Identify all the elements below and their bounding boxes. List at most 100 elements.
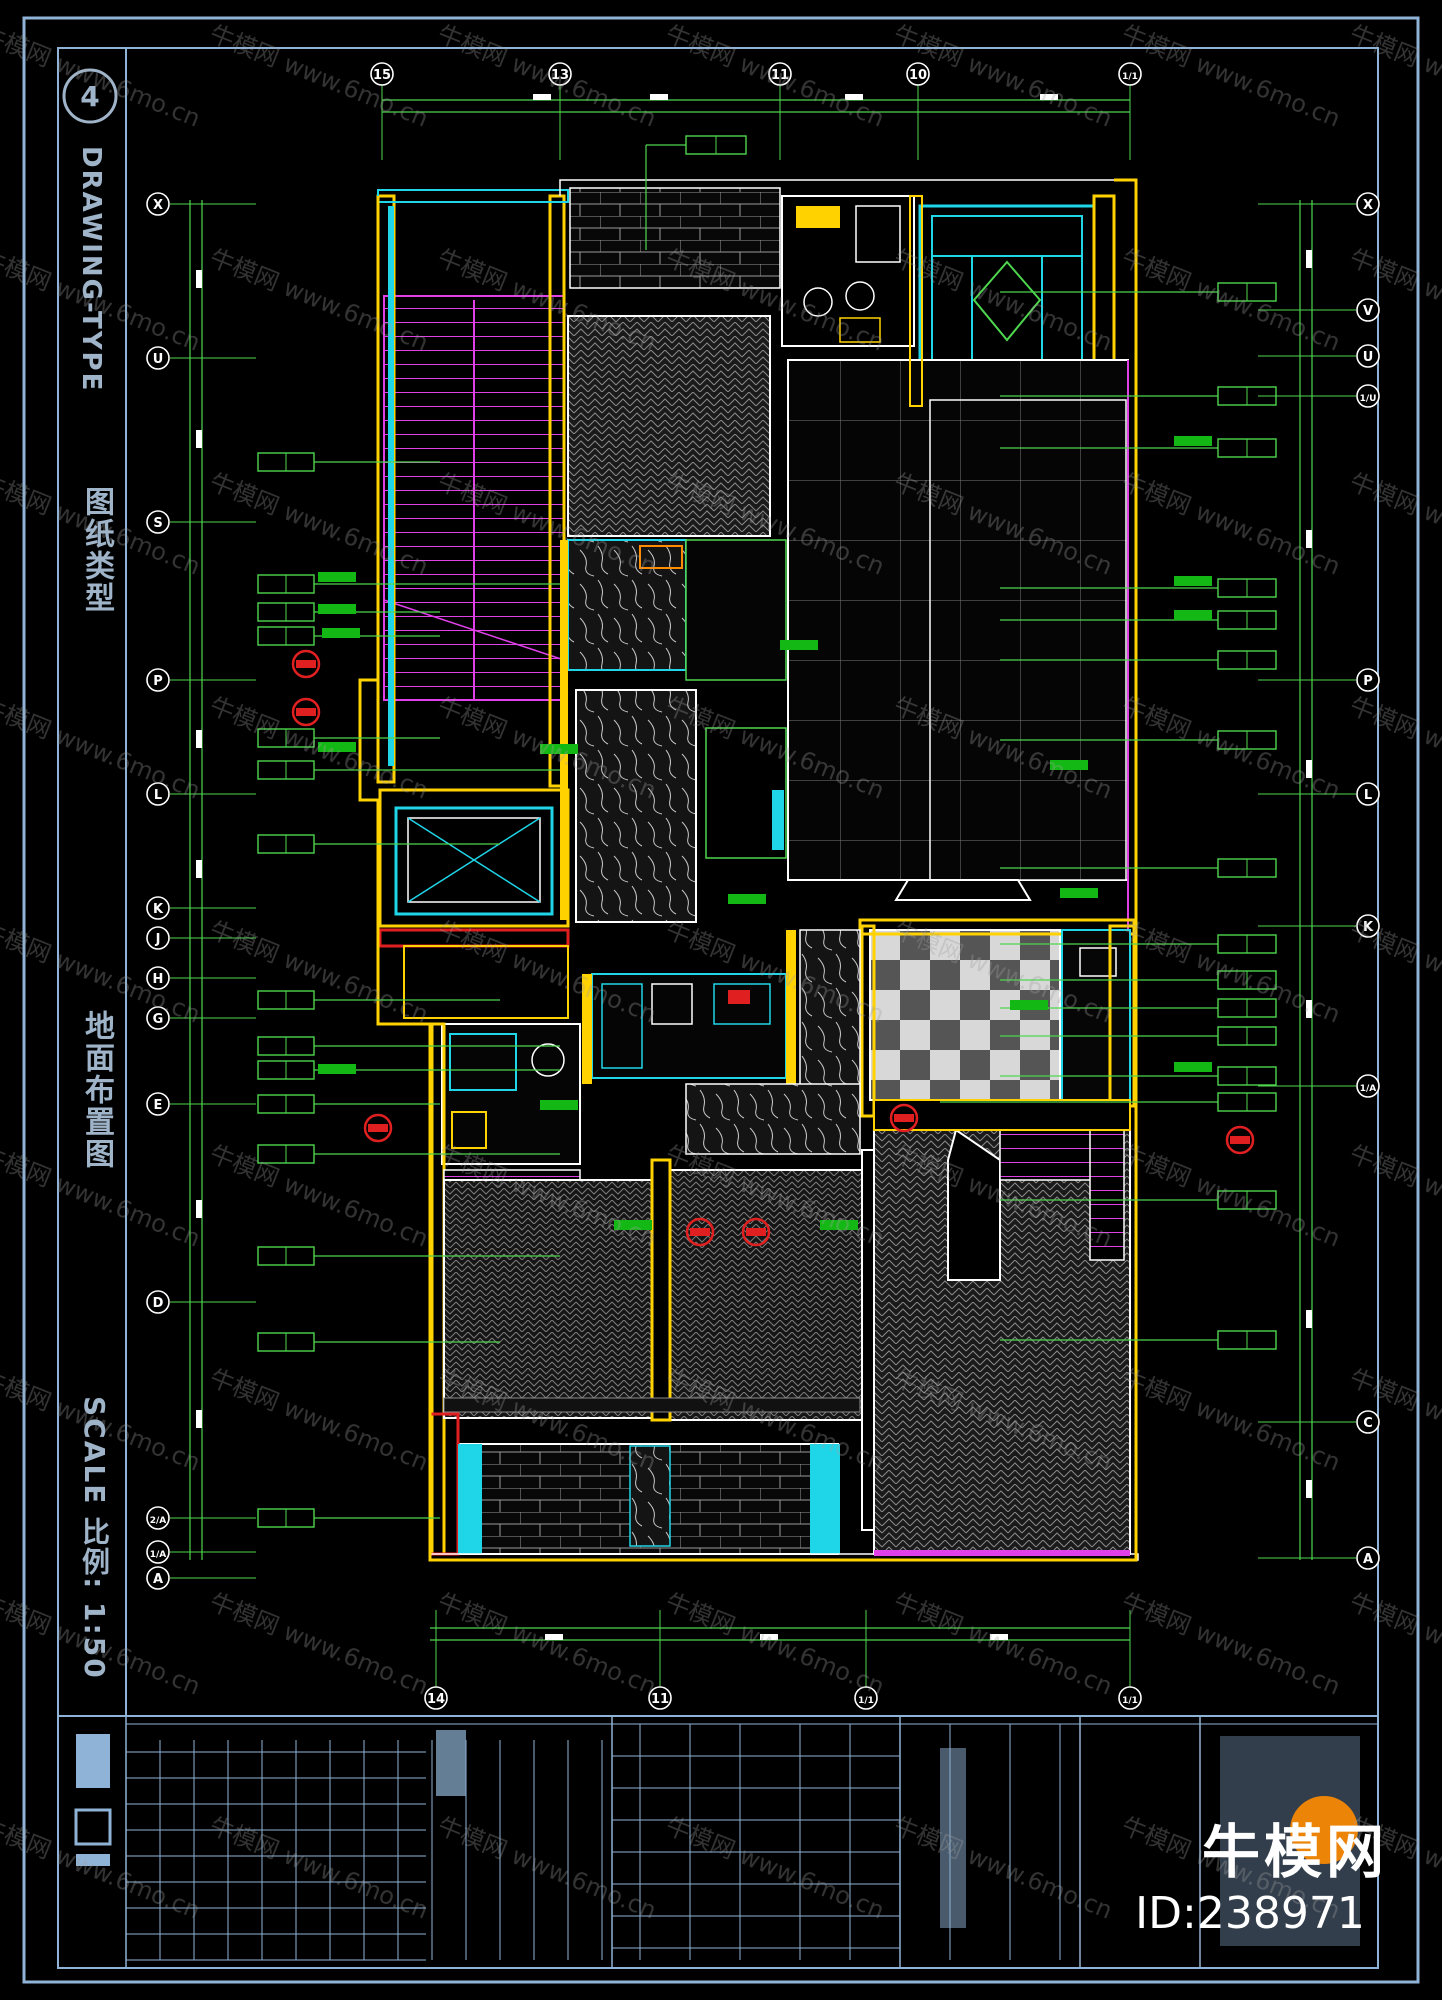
grid-bubble-left: U: [146, 346, 170, 370]
grid-bubble-bottom: 11: [648, 1686, 672, 1710]
svg-text:牛模网 www.6mo.cn: 牛模网 www.6mo.cn: [434, 20, 660, 133]
grid-bubble-left: D: [146, 1290, 170, 1314]
svg-text:牛模网 www.6mo.cn: 牛模网 www.6mo.cn: [1346, 20, 1442, 133]
svg-text:牛模网 www.6mo.cn: 牛模网 www.6mo.cn: [0, 692, 204, 805]
grid-bubble-right: L: [1356, 782, 1380, 806]
svg-text:L: L: [154, 788, 162, 803]
svg-text:10: 10: [909, 68, 927, 83]
svg-text:牛模网 www.6mo.cn: 牛模网 www.6mo.cn: [0, 1812, 204, 1925]
grid-bubble-right: 1/A: [1356, 1074, 1380, 1098]
svg-text:牛模网 www.6mo.cn: 牛模网 www.6mo.cn: [434, 916, 660, 1029]
grid-bubble-top: 11: [768, 62, 792, 86]
svg-text:U: U: [1363, 350, 1374, 365]
grid-bubble-left: J: [146, 926, 170, 950]
living-room: [873, 1129, 1131, 1555]
grid-bubble-top: 13: [548, 62, 572, 86]
svg-text:G: G: [153, 1012, 164, 1027]
svg-text:牛模网 www.6mo.cn: 牛模网 www.6mo.cn: [1346, 916, 1442, 1029]
svg-text:P: P: [153, 674, 163, 689]
svg-text:牛模网 www.6mo.cn: 牛模网 www.6mo.cn: [1118, 692, 1344, 805]
grid-bubble-right: P: [1356, 668, 1380, 692]
grid-bubble-bottom: 1/1: [1118, 1686, 1142, 1710]
grid-bubble-left: S: [146, 510, 170, 534]
grid-bubble-bottom: 14: [424, 1686, 448, 1710]
svg-text:牛模网 www.6mo.cn: 牛模网 www.6mo.cn: [1118, 1140, 1344, 1253]
grid-bubble-right: A: [1356, 1546, 1380, 1570]
brand-id-text: ID:238971: [1135, 1888, 1365, 1939]
bathroom-upper: [567, 539, 687, 671]
grid-bubble-left: 1/A: [146, 1540, 170, 1564]
grid-bubble-left: G: [146, 1006, 170, 1030]
grid-bubble-right: X: [1356, 192, 1380, 216]
index-symbol-markers: [291, 649, 1255, 1247]
grid-bubble-right: K: [1356, 914, 1380, 938]
svg-text:牛模网 www.6mo.cn: 牛模网 www.6mo.cn: [434, 1588, 660, 1701]
grid-bubble-left: E: [146, 1092, 170, 1116]
svg-text:牛模网 www.6mo.cn: 牛模网 www.6mo.cn: [662, 1588, 888, 1701]
svg-text:14: 14: [427, 1692, 445, 1707]
grid-bubble-bottom: 1/1: [854, 1686, 878, 1710]
drawing-name-cn: 地面布置图: [79, 1010, 114, 1170]
grid-bubble-left: H: [146, 966, 170, 990]
svg-text:2/A: 2/A: [150, 1516, 167, 1526]
svg-text:牛模网 www.6mo.cn: 牛模网 www.6mo.cn: [206, 1588, 432, 1701]
grid-bubble-right: U: [1356, 344, 1380, 368]
grid-bubble-top: 1/1: [1118, 62, 1142, 86]
svg-text:A: A: [1363, 1552, 1373, 1567]
svg-text:牛模网 www.6mo.cn: 牛模网 www.6mo.cn: [1346, 1588, 1442, 1701]
title-block-table: [57, 1715, 1379, 1969]
sheet-number-circle: [62, 68, 118, 124]
svg-text:牛模网 www.6mo.cn: 牛模网 www.6mo.cn: [1346, 1140, 1442, 1253]
grid-bubble-right: 1/U: [1356, 384, 1380, 408]
bathroom-left: [441, 1023, 581, 1165]
svg-text:1/1: 1/1: [1122, 72, 1138, 82]
svg-text:A: A: [153, 1572, 163, 1587]
sheet-number: 4: [80, 80, 99, 113]
bedroom-center: [669, 1169, 863, 1421]
svg-text:K: K: [153, 902, 164, 917]
svg-text:牛模网 www.6mo.cn: 牛模网 www.6mo.cn: [662, 20, 888, 133]
svg-text:牛模网 www.6mo.cn: 牛模网 www.6mo.cn: [206, 1140, 432, 1253]
svg-text:E: E: [154, 1098, 163, 1113]
svg-text:牛模网 www.6mo.cn: 牛模网 www.6mo.cn: [1346, 244, 1442, 357]
svg-text:H: H: [153, 972, 164, 987]
svg-text:1/A: 1/A: [150, 1550, 167, 1560]
svg-text:牛模网 www.6mo.cn: 牛模网 www.6mo.cn: [206, 1364, 432, 1477]
svg-text:P: P: [1363, 674, 1373, 689]
svg-text:D: D: [153, 1296, 164, 1311]
svg-text:1/A: 1/A: [1360, 1084, 1377, 1094]
svg-text:牛模网 www.6mo.cn: 牛模网 www.6mo.cn: [890, 1812, 1116, 1925]
svg-text:1/1: 1/1: [1122, 1696, 1138, 1706]
grid-bubble-right: C: [1356, 1410, 1380, 1434]
grid-bubble-right: V: [1356, 298, 1380, 322]
elevator-shaft: [394, 806, 554, 916]
bedroom-left: [443, 1179, 653, 1419]
room-checker-floor: [869, 929, 1061, 1101]
grid-bubble-left: 2/A: [146, 1506, 170, 1530]
svg-text:15: 15: [373, 68, 391, 83]
svg-text:牛模网 www.6mo.cn: 牛模网 www.6mo.cn: [0, 20, 204, 133]
svg-text:1/1: 1/1: [858, 1696, 874, 1706]
svg-text:牛模网 www.6mo.cn: 牛模网 www.6mo.cn: [662, 1812, 888, 1925]
svg-text:L: L: [1364, 788, 1372, 803]
scale-label: SCALE 比例: 1:50: [78, 1396, 111, 1680]
svg-text:牛模网 www.6mo.cn: 牛模网 www.6mo.cn: [1118, 1364, 1344, 1477]
svg-text:牛模网 www.6mo.cn: 牛模网 www.6mo.cn: [1118, 20, 1344, 133]
svg-text:1/U: 1/U: [1360, 394, 1377, 404]
grid-bubble-left: K: [146, 896, 170, 920]
brand-logo-text: 牛模网: [1201, 1818, 1388, 1886]
grid-bubble-left: X: [146, 192, 170, 216]
svg-text:C: C: [1363, 1416, 1373, 1431]
svg-text:牛模网 www.6mo.cn: 牛模网 www.6mo.cn: [1346, 468, 1442, 581]
grid-bubble-top: 10: [906, 62, 930, 86]
svg-text:X: X: [153, 198, 163, 213]
svg-text:牛模网 www.6mo.cn: 牛模网 www.6mo.cn: [1118, 1588, 1344, 1701]
svg-text:V: V: [1363, 304, 1373, 319]
drawing-type-cn: 图纸类型: [79, 486, 114, 614]
svg-text:牛模网 www.6mo.cn: 牛模网 www.6mo.cn: [206, 916, 432, 1029]
grid-bubble-left: P: [146, 668, 170, 692]
svg-text:S: S: [153, 516, 162, 531]
